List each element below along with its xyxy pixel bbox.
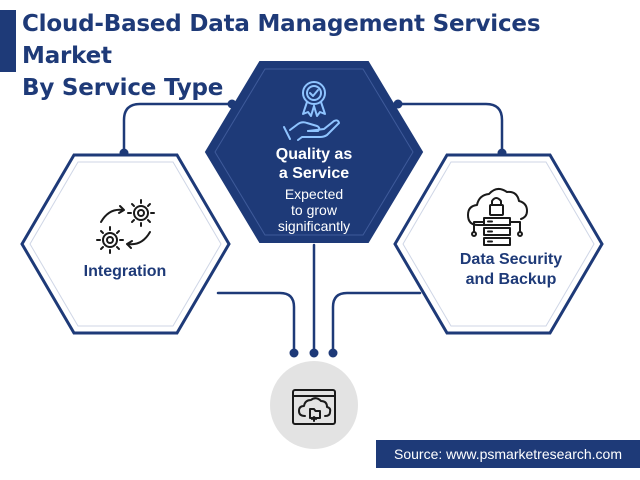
dot-hub-left (289, 348, 299, 358)
hexagon-quality-service (204, 61, 424, 243)
dot-hub-right (328, 348, 338, 358)
note-line-2: to grow (291, 202, 337, 218)
connector-top-right (396, 102, 504, 154)
note-line-1: Expected (284, 186, 344, 202)
title-line-1: Cloud-Based Data Management Services Mar… (22, 11, 541, 69)
title-accent-bar (0, 10, 16, 72)
connector-right-to-hub (331, 291, 422, 354)
connector-left-to-hub (216, 291, 296, 354)
dot-hub-center (309, 348, 319, 358)
hexagon-quality-service-inner (214, 68, 414, 236)
note-quality-growth: Expected to grow significantly (250, 186, 378, 234)
cloud-lock-server-icon (467, 188, 528, 246)
hexagon-data-security-inner (402, 161, 595, 327)
dot-top-right (393, 99, 403, 109)
hub-circle (270, 361, 358, 449)
connector-lines (122, 102, 504, 354)
label-quality-line-2: a Service (278, 165, 350, 182)
label-quality-as-a-service: Quality as a Service (244, 145, 384, 183)
label-integration: Integration (83, 263, 167, 280)
label-security-line-1: Data Security (459, 251, 563, 268)
label-quality-line-1: Quality as (275, 146, 353, 163)
cloud-folder-icon (292, 389, 336, 425)
hexagon-integration (20, 153, 231, 335)
quality-badge-hand-icon (283, 81, 340, 141)
connector-top-left (122, 102, 234, 154)
note-line-3: significantly (277, 218, 351, 234)
label-data-security-backup: Data Security and Backup (436, 250, 586, 290)
hexagon-integration-inner (29, 161, 222, 327)
page-title: Cloud-Based Data Management Services Mar… (22, 8, 632, 104)
source-banner: Source: www.psmarketresearch.com (376, 440, 640, 468)
gears-cycle-icon (96, 199, 155, 254)
title-line-2: By Service Type (22, 75, 224, 101)
label-security-line-2: and Backup (465, 271, 557, 288)
